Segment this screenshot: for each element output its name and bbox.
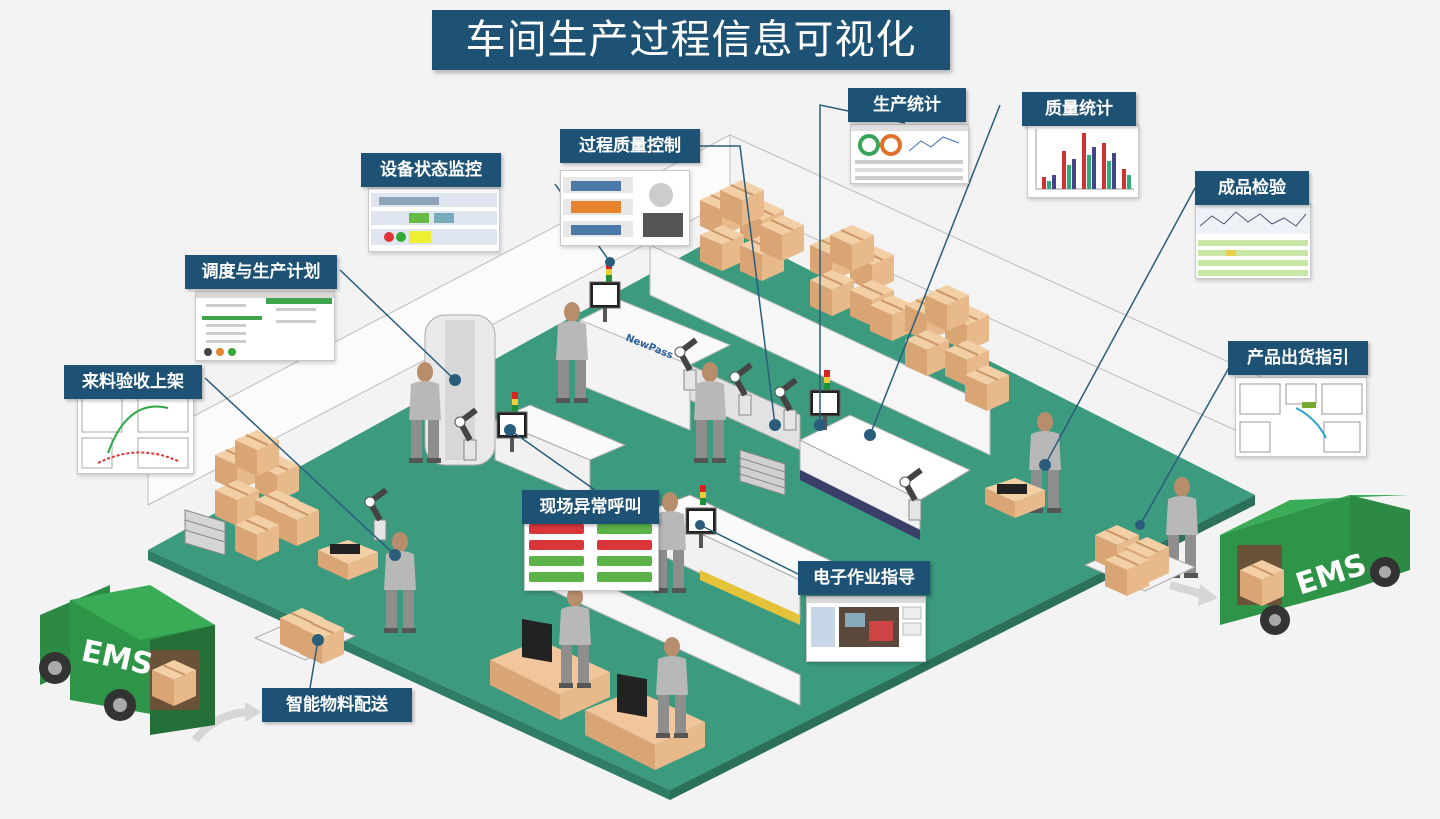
label-receiving: 来料验收上架 — [64, 365, 202, 399]
scheduling-thumbnail — [195, 291, 335, 361]
production-stats-thumbnail — [850, 124, 969, 184]
label-shipping-guide: 产品出货指引 — [1228, 341, 1368, 375]
quality-stats-thumbnail — [1027, 124, 1139, 198]
label-finished-inspection: 成品检验 — [1195, 171, 1309, 205]
page-title: 车间生产过程信息可视化 — [432, 10, 950, 70]
label-scheduling: 调度与生产计划 — [185, 255, 337, 289]
equipment-monitor-thumbnail — [368, 188, 500, 252]
work-instruction-thumbnail — [806, 596, 926, 662]
label-process-quality: 过程质量控制 — [560, 129, 700, 163]
shipping-guide-thumbnail — [1235, 377, 1367, 457]
andon-thumbnail — [524, 517, 659, 591]
label-equipment-monitor: 设备状态监控 — [361, 153, 501, 187]
finished-inspection-thumbnail — [1195, 203, 1311, 279]
label-work-instruction: 电子作业指导 — [798, 561, 930, 595]
label-material-delivery: 智能物料配送 — [262, 688, 412, 722]
label-quality-stats: 质量统计 — [1022, 92, 1136, 126]
label-production-stats: 生产统计 — [848, 88, 966, 122]
label-andon: 现场异常呼叫 — [522, 490, 659, 524]
receiving-thumbnail — [77, 392, 194, 474]
process-quality-thumbnail — [560, 170, 690, 246]
